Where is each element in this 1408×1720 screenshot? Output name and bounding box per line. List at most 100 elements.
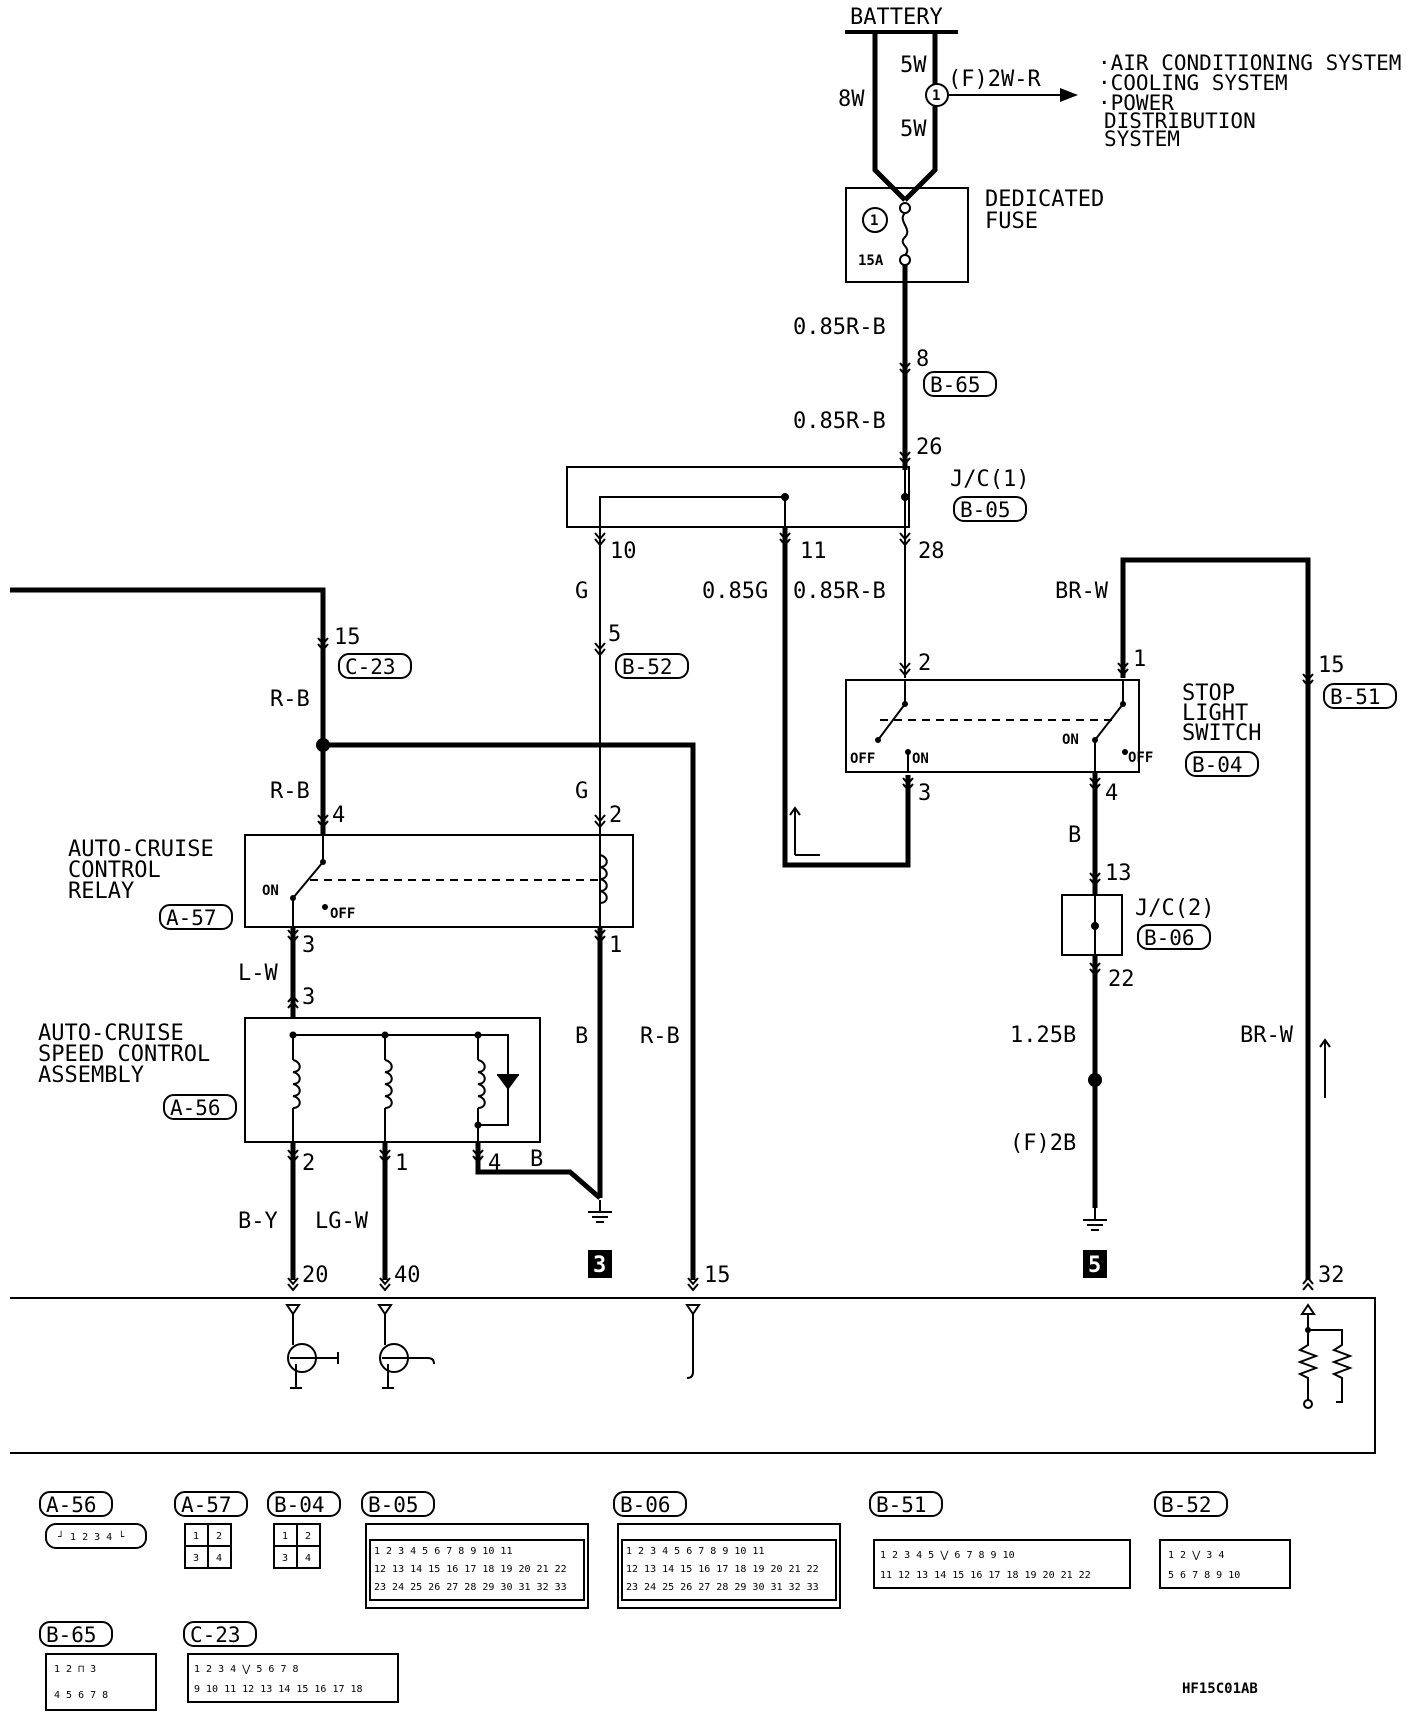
connector-arrow-icon <box>287 994 299 1009</box>
b52-label: B-52 <box>622 655 673 679</box>
switch-arm-left <box>877 703 906 741</box>
svg-text:4: 4 <box>216 1553 222 1564</box>
wire-085rb-label-1: 0.85R-B <box>793 315 886 340</box>
b04-tag <box>1185 751 1259 777</box>
connector-b52: B-52 1 2 ⋁ 3 4 5 6 7 8 9 10 <box>1154 1491 1291 1589</box>
system-5: SYSTEM <box>1104 127 1180 151</box>
jc1-pin-28: 28 <box>918 539 945 564</box>
fuse-rating: 15A <box>858 253 884 269</box>
relay-on-label: ON <box>262 883 279 899</box>
a57-tag <box>159 904 233 930</box>
wire-5w-top-label: 5W <box>900 53 927 78</box>
jc1-bus <box>599 496 786 527</box>
assembly-pin-2: 2 <box>302 1151 315 1176</box>
b65-view-label: B-65 <box>46 1623 97 1647</box>
wire-g-label: G <box>575 579 588 604</box>
b65-pin: 8 <box>916 347 929 372</box>
current-arrow-icon <box>1319 1038 1331 1098</box>
b05-label: B-05 <box>960 498 1011 522</box>
battery-label: BATTERY <box>850 5 943 30</box>
fuse-title-2: FUSE <box>985 209 1038 234</box>
wire-f2b-label: (F)2B <box>1010 1131 1076 1156</box>
connector-arrow-icon <box>1302 1276 1314 1291</box>
connector-c23: C-23 1 2 3 4 ⋁ 5 6 7 8 9 10 11 12 13 14 … <box>183 1621 399 1703</box>
b51-tag <box>1323 683 1397 709</box>
pullup-resistor-icon <box>1297 1303 1353 1409</box>
svg-text:1 2 3 4 ⋁ 5 6 7 8: 1 2 3 4 ⋁ 5 6 7 8 <box>194 1664 299 1675</box>
svg-text:2: 2 <box>216 1531 222 1542</box>
b51-label: B-51 <box>1330 685 1381 709</box>
current-arrow-icon <box>789 806 820 856</box>
svg-text:4: 4 <box>305 1553 311 1564</box>
wire-lgw-label: LG-W <box>315 1209 369 1234</box>
system-4: DISTRIBUTION <box>1104 109 1256 133</box>
connector-a56: A-56 ┘ 1 2 3 4 └ <box>39 1491 147 1549</box>
ground-number-5: 5 <box>1088 1253 1101 1278</box>
b04-view-label: B-04 <box>274 1493 325 1517</box>
b06-view-label: B-06 <box>620 1493 671 1517</box>
system-1: ·AIR CONDITIONING SYSTEM <box>1098 51 1401 75</box>
wire-5w-bottom-label: 5W <box>900 117 927 142</box>
switch-pin-1: 1 <box>1133 647 1146 672</box>
svg-text:┘ 1 2 3 4 └: ┘ 1 2 3 4 └ <box>58 1530 125 1543</box>
input-terminal-icon <box>685 1304 701 1379</box>
auto-cruise-speed-control-assembly: AUTO-CRUISE SPEED CONTROL ASSEMBLY A-56 … <box>38 1017 543 1176</box>
wire-rb-label-3: R-B <box>640 1024 680 1049</box>
svg-text:9 10 11 12 13 14 15 16 17 18: 9 10 11 12 13 14 15 16 17 18 <box>194 1684 363 1695</box>
svg-text:1 2 3 4 5 6 7 8 9 10 11: 1 2 3 4 5 6 7 8 9 10 11 <box>374 1546 512 1557</box>
c23-tag <box>338 653 412 679</box>
fuse-number: 1 <box>870 213 878 229</box>
branch-wire-label: (F)2W-R <box>948 67 1041 92</box>
switch-title-3: SWITCH <box>1182 721 1261 746</box>
ecu-pin-32: 32 <box>1318 1263 1345 1288</box>
switch-off-left: OFF <box>850 751 875 767</box>
a57-label: A-57 <box>166 906 217 930</box>
svg-text:1: 1 <box>282 1531 288 1542</box>
relay-title-1: AUTO-CRUISE <box>68 837 214 862</box>
connector-b65: B-65 1 2 ⊓ 3 4 5 6 7 8 <box>39 1621 157 1711</box>
ecu-pin-40: 40 <box>394 1263 421 1288</box>
relay-off-label: OFF <box>330 906 355 922</box>
svg-text:23 24 25 26 27 28 29 30 31 32: 23 24 25 26 27 28 29 30 31 32 33 <box>626 1582 819 1593</box>
relay-pin-2: 2 <box>609 803 622 828</box>
assembly-pin-1: 1 <box>395 1151 408 1176</box>
assembly-title-1: AUTO-CRUISE <box>38 1021 184 1046</box>
ground-badge <box>588 1250 612 1278</box>
wire-8w-label: 8W <box>838 87 865 112</box>
switch-pin-3: 3 <box>918 781 931 806</box>
fuse-element-icon <box>901 212 909 256</box>
wire-b-ground <box>475 1142 602 1200</box>
b05-tag <box>953 496 1027 522</box>
ground-icon <box>587 1199 613 1223</box>
b05-view-label: B-05 <box>368 1493 419 1517</box>
a56-view-label: A-56 <box>46 1493 97 1517</box>
branch-arrow-icon <box>1060 88 1078 102</box>
wire-085g-label: 0.85G <box>702 579 768 604</box>
b65-label: B-65 <box>930 373 981 397</box>
switch-title-1: STOP <box>1182 681 1235 706</box>
wire-8w <box>872 34 907 202</box>
b52-pin: 5 <box>608 622 621 647</box>
svg-text:23 24 25 26 27 28 29 30 31 32: 23 24 25 26 27 28 29 30 31 32 33 <box>374 1582 567 1593</box>
switch-contact <box>875 737 881 743</box>
wire-brw-label-2: BR-W <box>1240 1023 1294 1048</box>
jc1-node <box>781 493 789 501</box>
jc2-pin-22: 22 <box>1108 967 1135 992</box>
wire-rb-label-2: R-B <box>270 779 310 804</box>
ecu-outline <box>10 1297 1376 1454</box>
wire-5w <box>903 34 938 202</box>
connector-b05: B-05 1 2 3 4 5 6 7 8 9 10 11 12 13 14 15… <box>361 1491 589 1609</box>
fuse-terminal-top <box>899 202 911 214</box>
relay-pin-1: 1 <box>609 933 622 958</box>
assembly-node <box>474 1121 482 1129</box>
wire-brw-label-1: BR-W <box>1055 579 1109 604</box>
switch-contact <box>1122 749 1128 755</box>
dedicated-fuse: 1 15A DEDICATED FUSE <box>845 187 1104 283</box>
ecu-pin-20: 20 <box>302 1263 329 1288</box>
ground-icon <box>1082 1207 1108 1231</box>
brw-circuit: BR-W 1 5 B-51 BR-W <box>1055 557 1397 1280</box>
wire-lw-label: L-W <box>238 961 278 986</box>
a56-label: A-56 <box>170 1096 221 1120</box>
b52-tag <box>615 653 689 679</box>
